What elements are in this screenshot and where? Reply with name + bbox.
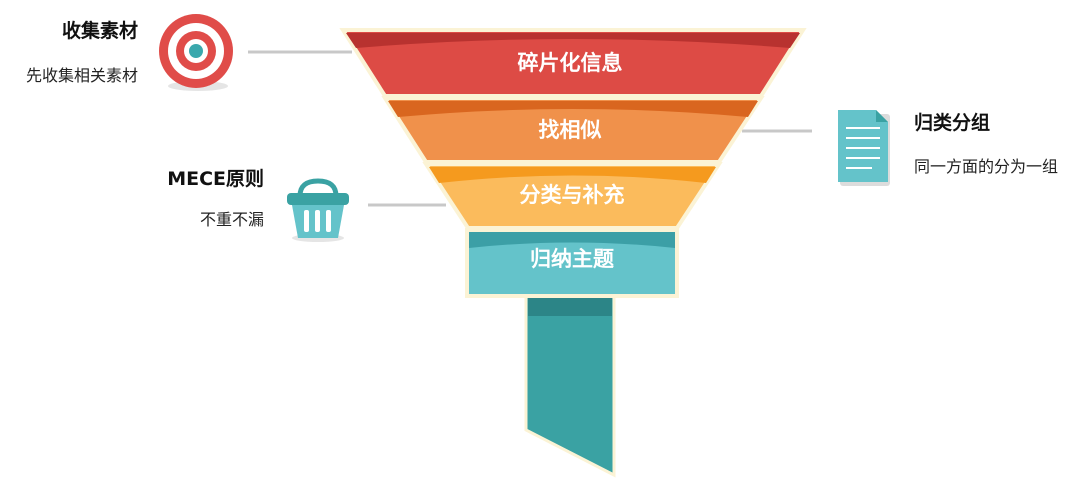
mece-title: MECE原则 [167, 168, 264, 190]
group-desc: 同一方面的分为一组 [914, 157, 1059, 176]
collect-desc: 先收集相关素材 [25, 66, 138, 85]
target-icon [159, 14, 233, 91]
funnel-layer-4: 归纳主题 [465, 228, 679, 298]
layer-3-label: 分类与补充 [520, 183, 625, 207]
funnel-layer-3: 分类与补充 [422, 162, 723, 230]
funnel-layer-2: 找相似 [381, 96, 765, 164]
document-icon [838, 110, 890, 186]
funnel-layer-1: 碎片化信息 [339, 28, 807, 98]
funnel-spout [524, 294, 616, 478]
layer-2-label: 找相似 [539, 118, 602, 142]
basket-icon [287, 178, 349, 242]
mece-desc: 不重不漏 [199, 210, 264, 229]
layer-1-label: 碎片化信息 [518, 51, 623, 75]
layer-4-label: 归纳主题 [530, 247, 615, 271]
collect-title: 收集素材 [61, 20, 138, 42]
group-title: 归类分组 [914, 112, 991, 134]
